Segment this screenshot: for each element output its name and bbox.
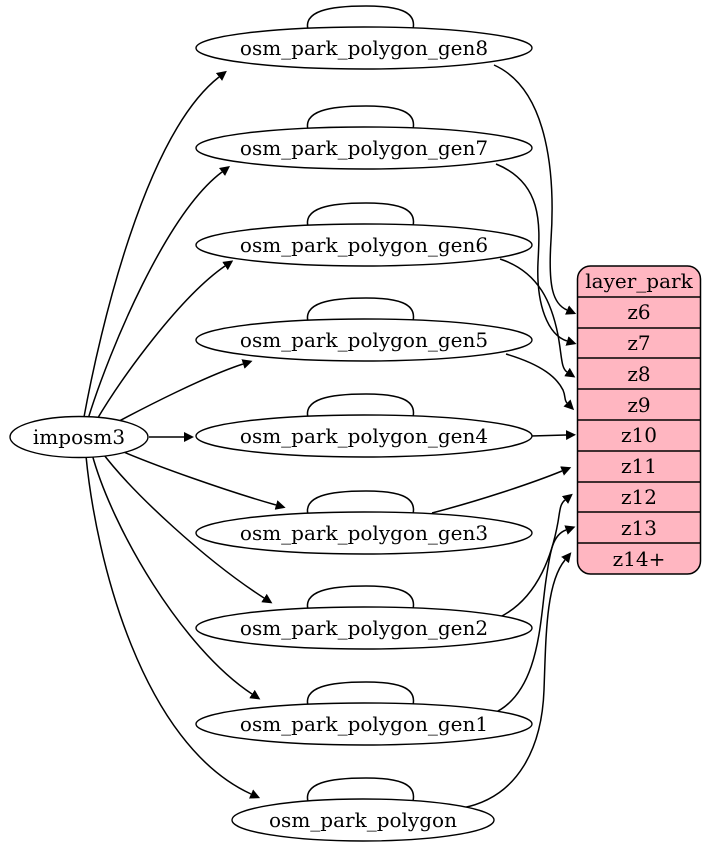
gen2-label: osm_park_polygon_gen2 — [240, 616, 488, 640]
edge-imposm3-to-osm-park-polygon-gen6 — [95, 260, 234, 422]
gen8-ellipse — [195, 26, 533, 70]
node-osm-park-polygon-gen7: osm_park_polygon_gen7 — [195, 126, 533, 170]
self-loop-osm-park-polygon-gen5 — [306, 297, 418, 331]
edge-imposm3-to-osm-park-polygon — [85, 455, 261, 799]
layer-park-title: layer_park — [585, 269, 693, 293]
self-loops — [306, 5, 418, 811]
gen1-ellipse — [195, 702, 533, 746]
node-osm-park-polygon-gen3: osm_park_polygon_gen3 — [195, 511, 533, 555]
gen7-ellipse — [195, 126, 533, 170]
self-loop-osm-park-polygon-gen3 — [306, 490, 418, 524]
edge-osm-park-polygon-gen7-to-z7 — [495, 163, 577, 346]
edge-imposm3-to-osm-park-polygon-gen5 — [107, 359, 253, 428]
polygon-ellipse — [231, 798, 495, 842]
zoom-row-z7: z7 — [627, 331, 650, 355]
edge-imposm3-to-osm-park-polygon-gen1 — [91, 453, 261, 700]
zoom-row-z8: z8 — [627, 362, 650, 386]
gen6-label: osm_park_polygon_gen6 — [240, 233, 488, 257]
edge-osm-park-polygon-to-z14plus — [461, 552, 572, 809]
node-osm-park-polygon-gen2: osm_park_polygon_gen2 — [195, 606, 533, 650]
gen5-label: osm_park_polygon_gen5 — [240, 328, 488, 352]
zoom-row-z9: z9 — [627, 393, 650, 417]
zoom-row-z6: z6 — [627, 300, 650, 324]
node-osm-park-polygon-gen1: osm_park_polygon_gen1 — [195, 702, 533, 746]
edge-osm-park-polygon-gen4-to-z10 — [530, 430, 576, 440]
edge-imposm3-to-osm-park-polygon-gen8 — [83, 70, 227, 418]
node-osm-park-polygon-gen8: osm_park_polygon_gen8 — [195, 26, 533, 70]
self-loop-osm-park-polygon-gen4 — [306, 393, 418, 427]
gen5-ellipse — [195, 318, 533, 362]
imposm3-ellipse — [9, 415, 149, 459]
node-imposm3: imposm3 — [9, 415, 149, 459]
gen7-label: osm_park_polygon_gen7 — [240, 136, 488, 160]
edge-osm-park-polygon-gen5-to-z9 — [505, 353, 575, 411]
edge-osm-park-polygon-gen8-to-z6 — [493, 64, 577, 315]
node-osm-park-polygon-gen5: osm_park_polygon_gen5 — [195, 318, 533, 362]
self-loop-osm-park-polygon — [306, 777, 418, 811]
edge-osm-park-polygon-gen1-to-z13 — [491, 525, 576, 715]
node-osm-park-polygon-gen4: osm_park_polygon_gen4 — [195, 414, 533, 458]
self-loop-osm-park-polygon-gen8 — [306, 5, 418, 39]
gen8-label: osm_park_polygon_gen8 — [240, 36, 488, 60]
self-loop-osm-park-polygon-gen2 — [306, 585, 418, 619]
gen4-label: osm_park_polygon_gen4 — [240, 424, 488, 448]
gen2-ellipse — [195, 606, 533, 650]
self-loop-osm-park-polygon-gen6 — [306, 202, 418, 236]
zoom-row-z13: z13 — [621, 516, 657, 540]
edges-from-source — [83, 70, 286, 799]
node-layer-park: layer_park z6 z7 z8 z9 z10 z11 z12 z13 z… — [576, 265, 702, 575]
node-osm-park-polygon-gen6: osm_park_polygon_gen6 — [195, 223, 533, 267]
zoom-row-z10: z10 — [621, 423, 657, 447]
gen3-label: osm_park_polygon_gen3 — [240, 521, 488, 545]
edge-imposm3-to-osm-park-polygon-gen2 — [100, 450, 273, 604]
self-loop-osm-park-polygon-gen7 — [306, 105, 418, 139]
edge-imposm3-to-osm-park-polygon-gen3 — [111, 446, 286, 510]
self-loop-osm-park-polygon-gen1 — [306, 681, 418, 715]
imposm3-label: imposm3 — [33, 425, 125, 449]
node-osm-park-polygon: osm_park_polygon — [231, 798, 495, 842]
gen3-ellipse — [195, 511, 533, 555]
zoom-row-z14plus: z14+ — [613, 547, 666, 571]
gen4-ellipse — [195, 414, 533, 458]
edge-osm-park-polygon-gen3-to-z11 — [431, 466, 572, 514]
zoom-row-z12: z12 — [621, 485, 657, 509]
gen1-label: osm_park_polygon_gen1 — [240, 712, 488, 736]
polygon-label: osm_park_polygon — [269, 808, 457, 832]
zoom-row-z11: z11 — [621, 454, 657, 478]
edge-osm-park-polygon-gen2-to-z12 — [499, 493, 573, 618]
edges-to-layer — [431, 64, 577, 809]
edge-imposm3-to-osm-park-polygon-gen7 — [87, 166, 231, 420]
edge-osm-park-polygon-gen6-to-z8 — [499, 258, 576, 378]
gen6-ellipse — [195, 223, 533, 267]
